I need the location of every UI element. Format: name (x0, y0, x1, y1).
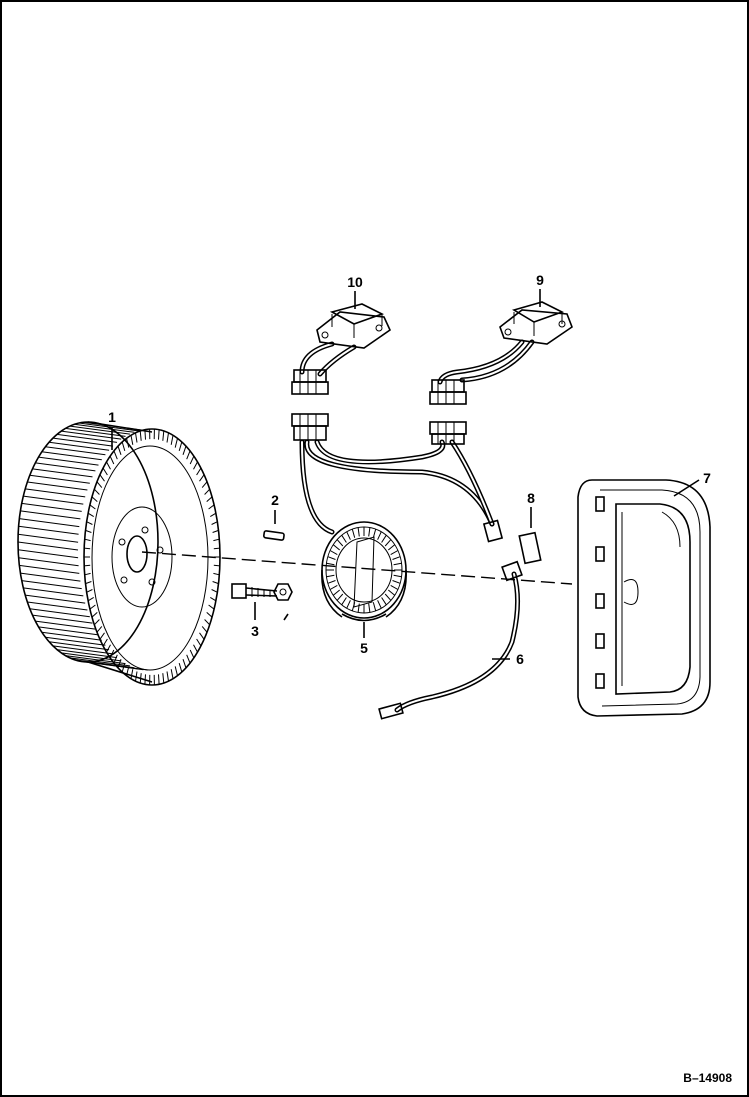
spacer-part-8 (518, 531, 542, 565)
dowel-pin-part-2 (262, 530, 285, 541)
cover-part-7 (577, 479, 711, 717)
wiring-harness (299, 339, 535, 543)
figure-id: B–14908 (683, 1071, 732, 1085)
leader-lines (111, 289, 700, 660)
callout-2: 2 (271, 492, 279, 508)
callout-7: 7 (703, 470, 711, 486)
callout-1: 1 (108, 409, 116, 425)
bolt-part-3 (231, 583, 293, 621)
flywheel-part-1 (17, 421, 221, 686)
callout-3: 3 (251, 623, 259, 639)
connector-left (291, 369, 329, 441)
wire-lead-part-6 (378, 560, 523, 720)
callout-6: 6 (516, 651, 524, 667)
assembly-axis-line (141, 551, 573, 585)
callout-8: 8 (527, 490, 535, 506)
regulator-part-10 (316, 303, 392, 349)
connector-right (429, 379, 467, 445)
regulator-part-9 (499, 301, 573, 345)
callout-5: 5 (360, 640, 368, 656)
callout-10: 10 (347, 274, 363, 290)
callout-9: 9 (536, 272, 544, 288)
